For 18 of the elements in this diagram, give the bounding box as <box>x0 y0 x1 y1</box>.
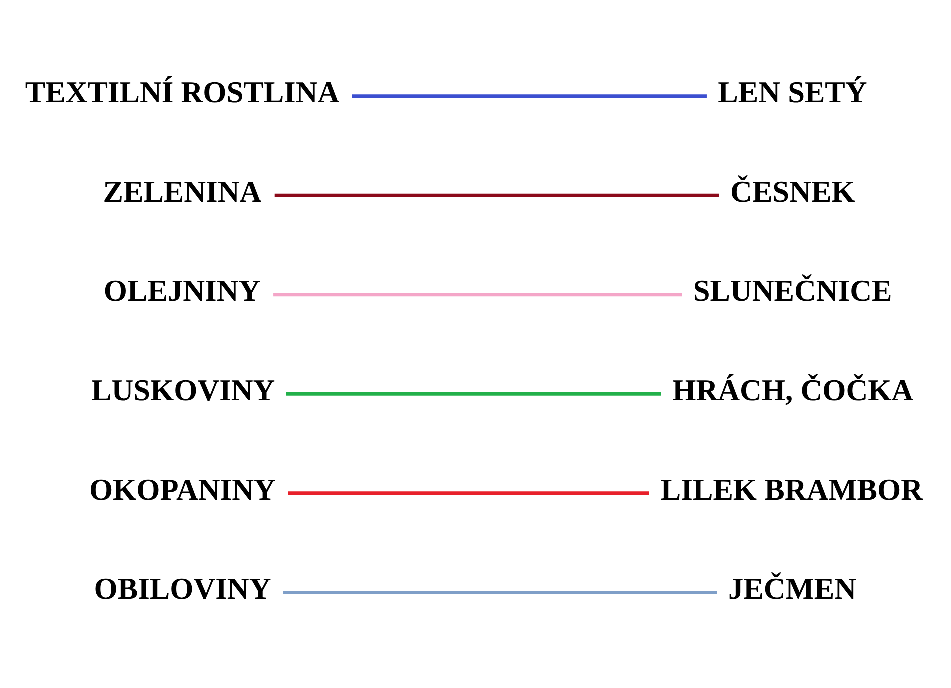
connector <box>284 590 718 594</box>
node-text: SLUNEČNICE <box>693 274 892 308</box>
node-text: HRÁCH, ČOČKA <box>672 372 914 407</box>
connector <box>286 392 662 396</box>
node-text: JEČMEN <box>728 572 857 606</box>
connector <box>288 491 650 495</box>
node-text: ČESNEK <box>730 174 856 208</box>
connector <box>352 94 707 98</box>
node-text: OBILOVINY <box>94 572 272 606</box>
connector <box>274 292 682 296</box>
node-text: LILEK BRAMBOR <box>660 472 923 506</box>
connector <box>274 193 720 197</box>
node-text: OKOPANINY <box>89 472 276 506</box>
node-text: TEXTILNÍ ROSTLINA <box>25 75 340 110</box>
node-text: OLEJNINY <box>104 274 261 308</box>
node-text: ZELENINA <box>103 174 262 208</box>
node-text: LEN SETÝ <box>718 75 868 110</box>
node-text: LUSKOVINY <box>92 372 276 407</box>
